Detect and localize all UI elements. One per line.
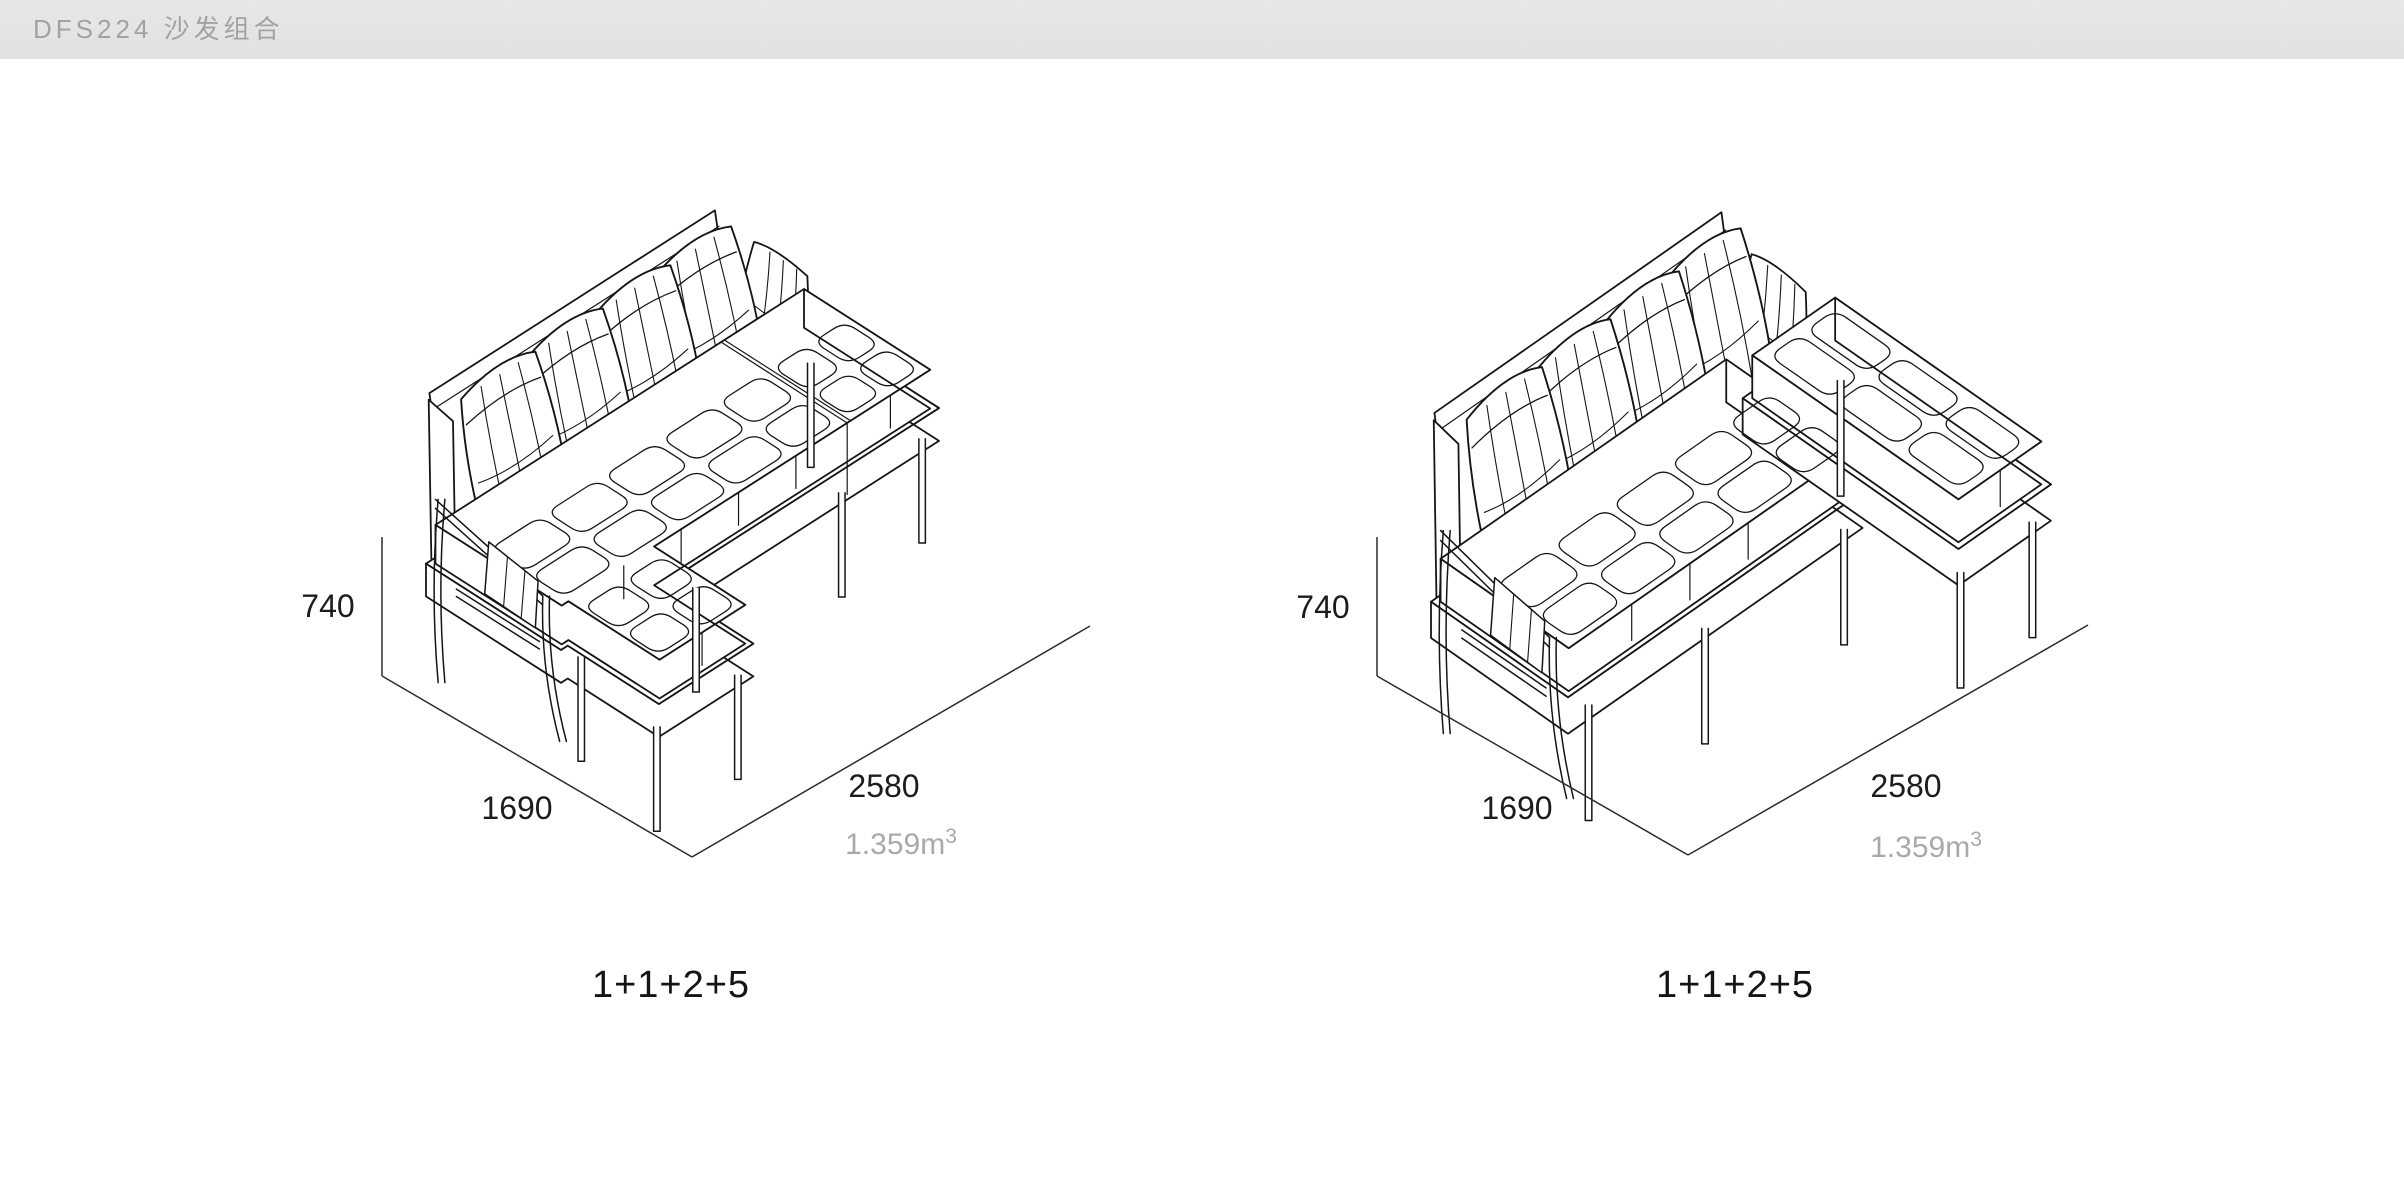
dimension-lines-left	[381, 537, 1091, 858]
page-title: DFS224 沙发组合	[33, 14, 284, 44]
width-dimension-line	[1687, 624, 2089, 856]
height-label: 740	[1296, 589, 1349, 625]
volume-label: 1.359m3	[1870, 828, 1982, 864]
dimension-lines-right	[1376, 537, 2089, 856]
volume-exponent: 3	[1970, 828, 1982, 851]
width-label: 2580	[848, 768, 919, 804]
sofa-drawing-right	[1431, 212, 2051, 820]
configuration-label-right: 1+1+2+5	[1656, 964, 1814, 1006]
volume-value: 1.359	[1870, 831, 1945, 864]
height-label: 740	[301, 588, 354, 624]
depth-label: 1690	[1481, 790, 1552, 826]
sofa-drawing-left	[426, 210, 939, 831]
header-bar: DFS224 沙发组合	[0, 0, 2404, 59]
volume-unit: m	[1945, 831, 1970, 864]
depth-dimension-line	[1376, 675, 1689, 856]
configuration-label-left: 1+1+2+5	[592, 964, 750, 1006]
volume-exponent: 3	[945, 825, 957, 848]
volume-label: 1.359m3	[845, 825, 957, 861]
width-dimension-line	[691, 625, 1091, 858]
width-label: 2580	[1870, 768, 1941, 804]
volume-value: 1.359	[845, 828, 920, 861]
depth-label: 1690	[481, 790, 552, 826]
volume-unit: m	[920, 828, 945, 861]
depth-dimension-line	[381, 675, 693, 858]
